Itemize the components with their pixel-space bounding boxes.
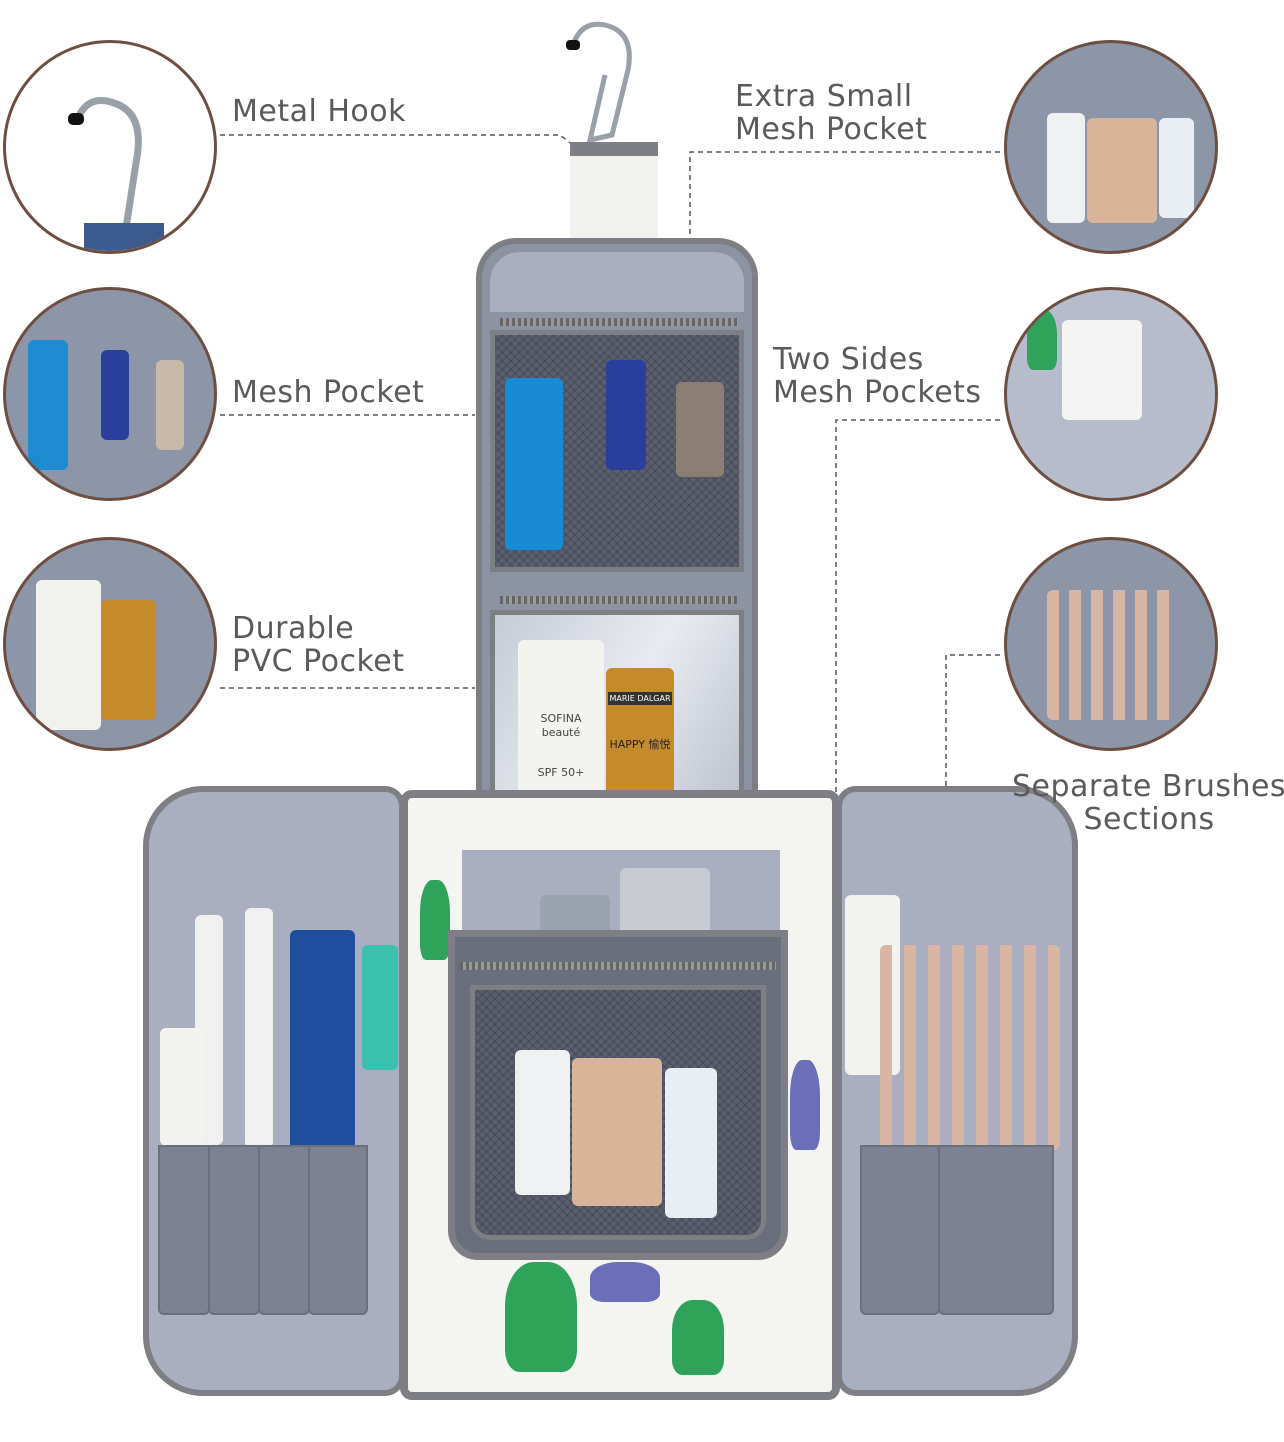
toothbrush-slot: [258, 1145, 310, 1315]
leader-two-sides-mesh: [835, 419, 1000, 1100]
label-mesh-pocket: Mesh Pocket: [232, 375, 425, 410]
circle-mesh-pocket: [3, 287, 217, 501]
label-brush-sections: Separate Brushes Sections: [1012, 769, 1284, 837]
toothbrush-slot: [308, 1145, 368, 1315]
product-label-spf: SPF 50+: [537, 766, 585, 779]
label-pvc-pocket: Durable PVC Pocket: [232, 611, 405, 679]
leader-metal-hook: [220, 134, 591, 159]
label-extra-small-mesh: Extra Small Mesh Pocket: [735, 79, 928, 147]
product-label-beaute: beauté: [541, 726, 581, 739]
circle-brush-sections: [1004, 537, 1218, 751]
toothbrush-slot: [158, 1145, 210, 1315]
circle-pvc-pocket: [3, 537, 217, 751]
product-label-sofina: SOFINA: [540, 712, 582, 725]
hanging-tab: [570, 142, 658, 242]
circle-two-sides-mesh: [1004, 287, 1218, 501]
product-label-marie: MARIE DALGAR: [608, 692, 672, 705]
label-metal-hook: Metal Hook: [232, 94, 406, 129]
circle-metal-hook: [3, 40, 217, 254]
brush-slot: [938, 1145, 1054, 1315]
label-two-sides-mesh: Two Sides Mesh Pockets: [773, 342, 982, 410]
brush-slot: [860, 1145, 940, 1315]
product-label-happy: HAPPY 愉悦: [609, 738, 671, 751]
metal-hook-icon: [569, 21, 632, 144]
toothbrush-slot: [208, 1145, 260, 1315]
circle-extra-small-mesh: [1004, 40, 1218, 254]
